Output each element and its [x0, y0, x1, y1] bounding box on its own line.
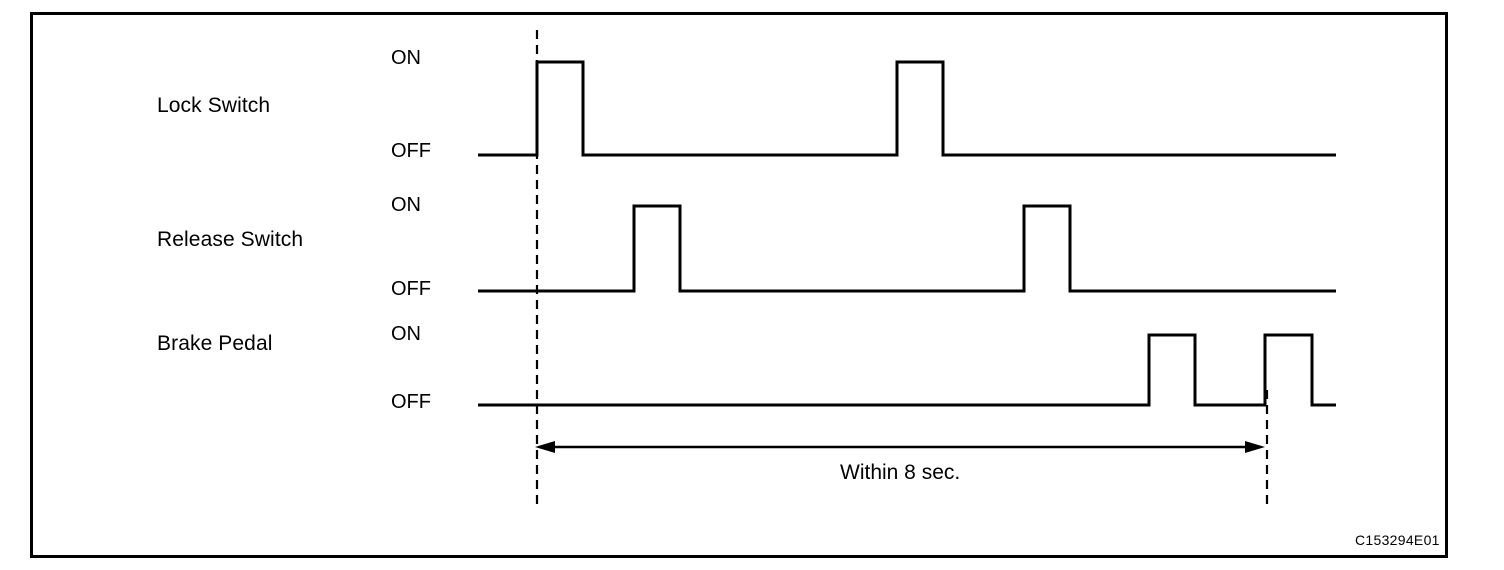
level-label-brake-pedal-off: OFF	[391, 391, 431, 413]
duration-arrow-head-right	[1245, 441, 1265, 453]
signal-label-brake-pedal: Brake Pedal	[157, 332, 273, 355]
level-label-lock-switch-on: ON	[391, 47, 421, 69]
signal-label-lock-switch: Lock Switch	[157, 94, 271, 117]
waveform-lock-switch	[478, 60, 1336, 157]
level-label-release-switch-off: OFF	[391, 278, 431, 300]
figure-reference-code: C153294E01	[1355, 532, 1440, 548]
duration-arrow-head-left	[535, 441, 555, 453]
diagram-border	[30, 12, 1448, 558]
duration-annotation-label: Within 8 sec.	[840, 461, 961, 484]
signal-label-release-switch: Release Switch	[157, 228, 304, 251]
level-label-lock-switch-off: OFF	[391, 140, 431, 162]
waveform-release-switch	[478, 204, 1336, 293]
level-label-release-switch-on: ON	[391, 194, 421, 216]
level-label-brake-pedal-on: ON	[391, 323, 421, 345]
waveform-brake-pedal	[478, 333, 1336, 407]
